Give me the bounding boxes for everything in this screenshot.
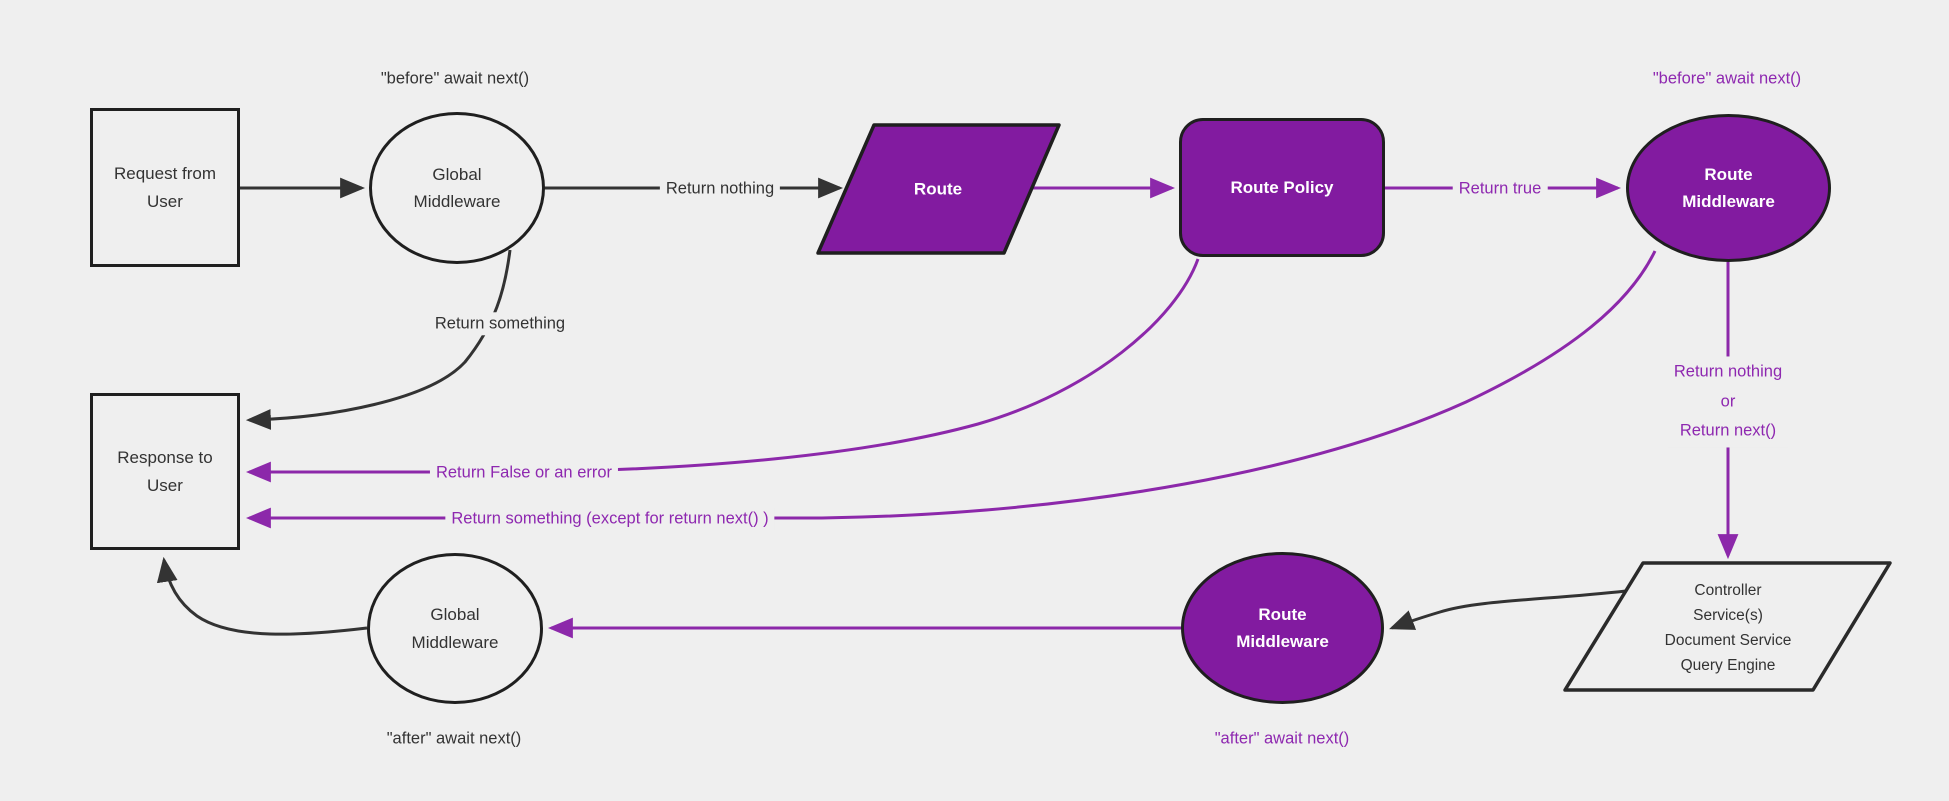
response-to-user-label: Response to User: [117, 448, 213, 495]
controller-parallelogram: [1563, 561, 1892, 692]
return-false-or-error-label: Return False or an error: [429, 461, 619, 485]
request-from-user-node: Request from User: [90, 108, 240, 267]
edge-global-middleware-bottom-to-response: [156, 556, 368, 636]
global-middleware-top-node: Global Middleware: [369, 112, 545, 264]
request-from-user-label: Request from User: [113, 164, 217, 211]
before-await-next-label-right: "before" await next(): [1646, 67, 1808, 91]
edge-return-false-to-response: [245, 258, 1200, 483]
route-policy-label: Route Policy: [1230, 177, 1334, 197]
route-node-label: Route: [913, 179, 963, 199]
return-something-except-label: Return something (except for return next…: [445, 507, 775, 531]
return-true-label: Return true: [1452, 177, 1548, 201]
route-middleware-bottom-label: Route Middleware: [1236, 604, 1329, 651]
return-something-label: Return something: [428, 312, 572, 336]
global-middleware-top-label: Global Middleware: [413, 164, 501, 211]
route-policy-node: Route Policy: [1179, 118, 1385, 257]
before-await-next-label-left: "before" await next(): [374, 67, 536, 91]
after-await-next-label-left: "after" await next(): [380, 727, 528, 751]
return-nothing-label: Return nothing: [659, 177, 781, 201]
edge-return-something-to-response: [245, 249, 512, 430]
after-await-next-label-middle: "after" await next(): [1208, 727, 1356, 751]
route-middleware-top-node: Route Middleware: [1626, 114, 1831, 262]
global-middleware-bottom-node: Global Middleware: [367, 553, 543, 704]
route-middleware-bottom-node: Route Middleware: [1181, 552, 1384, 704]
edge-controller-to-route-middleware-bottom: [1389, 589, 1627, 630]
response-to-user-node: Response to User: [90, 393, 240, 550]
route-parallelogram: [816, 123, 1061, 255]
controller-node-label: Controller Service(s) Document Service Q…: [1664, 581, 1792, 675]
global-middleware-bottom-label: Global Middleware: [411, 605, 499, 652]
return-nothing-or-next-label: Return nothing or Return next(): [1667, 356, 1789, 448]
edge-return-something-except-to-response: [245, 250, 1657, 529]
route-middleware-top-label: Route Middleware: [1682, 164, 1775, 211]
